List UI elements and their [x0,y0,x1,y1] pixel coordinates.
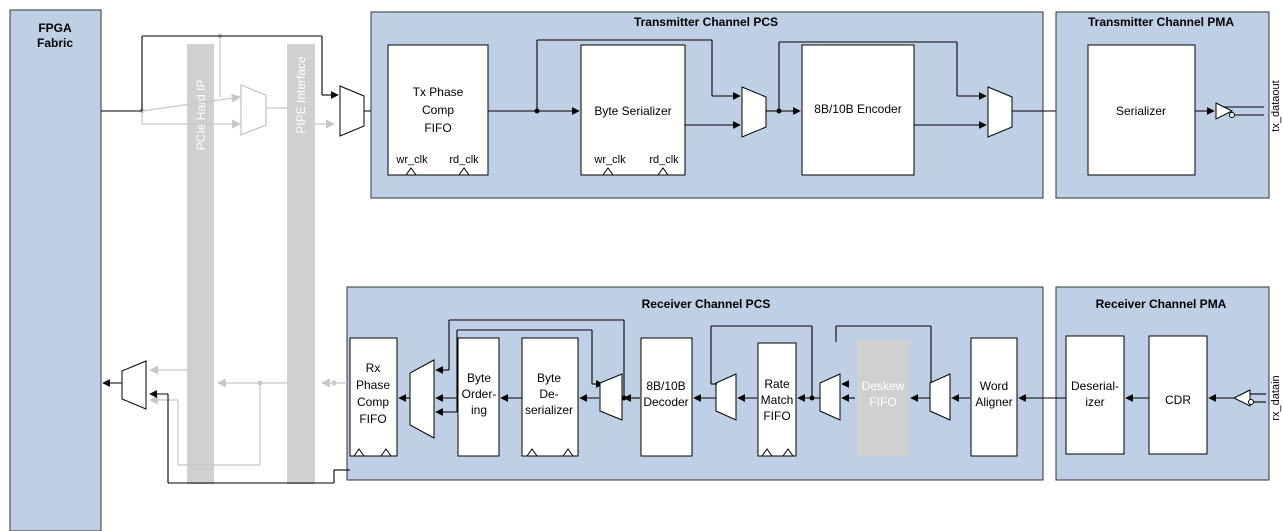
byte-deserializer: Byte De- serializer [521,337,579,457]
svg-text:Byte: Byte [537,371,561,385]
rx-datain-port: rx_datain [1270,375,1282,420]
pcie-hard-ip-label: PCIe Hard IP [194,80,208,151]
tx-hard-ip-path [139,33,335,136]
svg-text:FIFO: FIFO [359,412,386,426]
svg-text:izer: izer [1085,395,1104,409]
svg-text:FIFO: FIFO [869,395,896,409]
cdr: CDR [1148,335,1208,455]
svg-text:Byte: Byte [467,371,491,385]
rx-phase-comp-fifo: Rx Phase Comp FIFO [349,337,398,457]
serializer: Serializer [1087,44,1196,176]
rx-pcs-title: Receiver Channel PCS [642,297,771,311]
svg-text:Aligner: Aligner [975,395,1012,409]
tx-pcs-title: Transmitter Channel PCS [634,15,778,29]
svg-text:8B/10B: 8B/10B [646,379,685,393]
svg-text:rd_clk: rd_clk [649,154,679,166]
tx-dataout-port: tx_dataout [1270,80,1282,131]
deserializer: Deserial- izer [1065,335,1125,455]
tx-phase-comp-fifo: Tx Phase Comp FIFO wr_clk rd_clk [387,44,489,176]
svg-text:serializer: serializer [525,403,573,417]
svg-text:Comp: Comp [422,103,454,117]
fpga-fabric: FPGA Fabric [9,9,102,531]
pcie-hard-ip: PCIe Hard IP [187,44,214,484]
tx-pma-title: Transmitter Channel PMA [1088,15,1234,29]
svg-text:wr_clk: wr_clk [395,154,428,166]
svg-text:Tx Phase: Tx Phase [413,85,464,99]
rx-mux-2 [693,325,815,421]
svg-text:Deskew: Deskew [862,379,905,393]
svg-text:FIFO: FIFO [424,121,451,135]
svg-text:Serializer: Serializer [1116,104,1166,118]
fabric-label-line2: Fabric [37,36,73,50]
tx-output-buffer: tx_dataout [1195,80,1282,132]
fabric-label-line1: FPGA [38,21,72,35]
word-aligner: Word Aligner [970,337,1018,457]
svg-text:8B/10B Encoder: 8B/10B Encoder [814,102,901,116]
byte-serializer: Byte Serializer wr_clk rd_clk [580,44,686,176]
rx-mux-1 [599,373,640,421]
tx-wires-3 [914,86,1087,138]
svg-text:De-: De- [539,387,558,401]
svg-text:Deserial-: Deserial- [1071,379,1119,393]
rx-pma-title: Receiver Channel PMA [1096,297,1227,311]
svg-text:Decoder: Decoder [643,395,688,409]
tx-wires-1 [488,39,741,115]
svg-text:wr_clk: wr_clk [593,154,626,166]
8b10b-decoder: 8B/10B Decoder [640,337,693,457]
svg-text:CDR: CDR [1165,393,1191,407]
svg-text:Order-: Order- [462,387,497,401]
svg-text:FIFO: FIFO [763,409,790,423]
rx-hard-ip-path [149,365,347,466]
svg-text:Comp: Comp [357,395,389,409]
svg-text:Byte Serializer: Byte Serializer [594,104,671,118]
rx-ordering-mux [398,359,435,439]
svg-text:Word: Word [980,379,1008,393]
svg-text:rd_clk: rd_clk [449,154,479,166]
deskew-fifo: Deskew FIFO [857,340,909,456]
tx-wires-2 [685,41,987,138]
svg-text:Phase: Phase [356,378,390,392]
byte-ordering: Byte Order- ing [457,337,500,457]
tx-fabric-path [101,35,388,137]
svg-text:Rate: Rate [764,377,790,391]
svg-text:ing: ing [471,403,487,417]
rx-fabric-path [102,360,350,484]
svg-text:Match: Match [761,393,794,407]
svg-text:Rx: Rx [366,361,381,375]
pipe-interface: PIPE Interface [287,44,315,484]
8b10b-encoder: 8B/10B Encoder [801,44,915,176]
rate-match-fifo: Rate Match FIFO [757,342,797,457]
rx-input-buffer: rx_datain [1232,375,1282,421]
pipe-interface-label: PIPE Interface [294,56,308,134]
rx-mux-4 [910,373,970,421]
rx-mux-3 [797,325,932,421]
